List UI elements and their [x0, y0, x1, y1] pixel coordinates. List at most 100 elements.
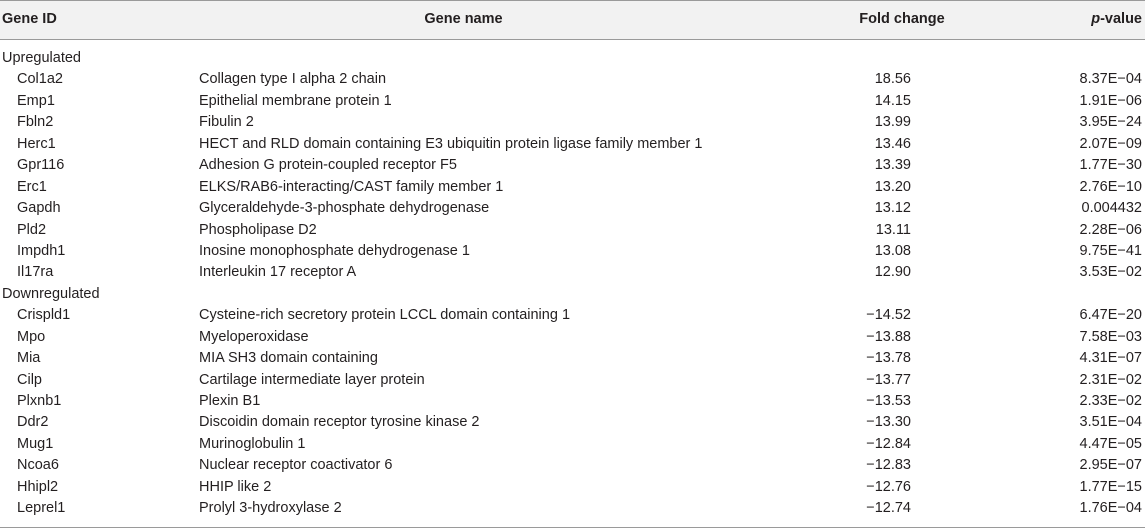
p-value-cell: 3.53E−02 — [1079, 264, 1143, 281]
table-row: Leprel1 Prolyl 3-hydroxylase 2 −12.74 1.… — [0, 498, 1145, 519]
table-row: Herc1 HECT and RLD domain containing E3 … — [0, 134, 1145, 155]
fold-change-cell: −14.52 — [866, 307, 911, 324]
gene-id-cell: Mia — [17, 350, 41, 367]
table-row: Mug1 Murinoglobulin 1 −12.84 4.47E−05 — [0, 434, 1145, 455]
gene-id-cell: Crispld1 — [17, 307, 71, 324]
table-row: Erc1 ELKS/RAB6-interacting/CAST family m… — [0, 177, 1145, 198]
p-value-cell: 4.31E−07 — [1079, 350, 1143, 367]
gene-id-cell: Emp1 — [17, 92, 55, 109]
group-row-upregulated: Upregulated — [0, 48, 1145, 69]
header-p-value: p-value — [1091, 11, 1142, 27]
table-row: Hhipl2 HHIP like 2 −12.76 1.77E−15 — [0, 477, 1145, 498]
gene-name-cell: ELKS/RAB6-interacting/CAST family member… — [199, 178, 504, 195]
gene-id-cell: Fbln2 — [17, 114, 54, 131]
fold-change-cell: 13.39 — [874, 157, 911, 174]
gene-id-cell: Herc1 — [17, 135, 56, 152]
fold-change-cell: 12.90 — [874, 264, 911, 281]
table-row: Impdh1 Inosine monophosphate dehydrogena… — [0, 241, 1145, 262]
table-row: Gpr116 Adhesion G protein-coupled recept… — [0, 155, 1145, 176]
gene-name-cell: Discoidin domain receptor tyrosine kinas… — [199, 414, 480, 431]
p-value-cell: 9.75E−41 — [1079, 242, 1143, 259]
gene-name-cell: Collagen type I alpha 2 chain — [199, 71, 387, 88]
fold-change-cell: 13.99 — [874, 114, 911, 131]
table-row: Gapdh Glyceraldehyde-3-phosphate dehydro… — [0, 198, 1145, 219]
table-row: Plxnb1 Plexin B1 −13.53 2.33E−02 — [0, 391, 1145, 412]
gene-id-cell: Ddr2 — [17, 414, 49, 431]
fold-change-cell: 13.08 — [874, 242, 911, 259]
fold-change-cell: 13.11 — [875, 221, 911, 238]
gene-id-cell: Impdh1 — [17, 242, 66, 259]
gene-name-cell: HECT and RLD domain containing E3 ubiqui… — [199, 135, 703, 152]
p-value-cell: 8.37E−04 — [1079, 71, 1143, 88]
gene-id-cell: Plxnb1 — [17, 393, 62, 409]
fold-change-cell: −12.84 — [866, 435, 911, 452]
gene-id-cell: Pld2 — [17, 221, 47, 238]
header-gene-name: Gene name — [424, 11, 503, 27]
gene-name-cell: Glyceraldehyde-3-phosphate dehydrogenase — [199, 200, 490, 217]
gene-name-cell: Murinoglobulin 1 — [199, 435, 306, 452]
header-gene-id: Gene ID — [2, 11, 57, 27]
gene-id-cell: Mpo — [17, 328, 46, 345]
gene-id-cell: Gapdh — [17, 200, 61, 217]
fold-change-cell: −13.78 — [866, 350, 911, 367]
gene-name-cell: Prolyl 3-hydroxylase 2 — [199, 500, 342, 517]
p-value-cell: 2.07E−09 — [1079, 135, 1143, 152]
group-label: Upregulated — [2, 50, 81, 66]
group-label: Downregulated — [2, 285, 100, 302]
gene-name-cell: Cysteine-rich secretory protein LCCL dom… — [199, 307, 571, 324]
gene-id-cell: Ncoa6 — [17, 457, 59, 474]
gene-id-cell: Il17ra — [17, 264, 54, 281]
gene-name-cell: Inosine monophosphate dehydrogenase 1 — [199, 242, 470, 259]
gene-id-cell: Mug1 — [17, 435, 54, 452]
fold-change-cell: −13.30 — [866, 414, 911, 431]
gene-name-cell: Nuclear receptor coactivator 6 — [199, 457, 393, 474]
gene-name-cell: Fibulin 2 — [199, 114, 254, 131]
gene-name-cell: Epithelial membrane protein 1 — [199, 92, 392, 109]
gene-name-cell: HHIP like 2 — [199, 478, 272, 495]
fold-change-cell: −12.76 — [866, 478, 911, 495]
gene-name-cell: Interleukin 17 receptor A — [199, 264, 357, 281]
fold-change-cell: 18.56 — [874, 71, 911, 88]
table-row: Emp1 Epithelial membrane protein 1 14.15… — [0, 91, 1145, 112]
header-fold-change: Fold change — [859, 11, 945, 27]
gene-id-cell: Hhipl2 — [17, 478, 59, 495]
p-value-cell: 2.95E−07 — [1079, 457, 1143, 474]
gene-id-cell: Gpr116 — [17, 157, 65, 174]
header-p-italic: p — [1091, 11, 1101, 27]
fold-change-cell: −13.77 — [866, 371, 911, 388]
gene-name-cell: Adhesion G protein-coupled receptor F5 — [199, 157, 457, 174]
gene-name-cell: Myeloperoxidase — [199, 328, 309, 345]
gene-name-cell: Cartilage intermediate layer protein — [199, 371, 425, 388]
fold-change-cell: 13.20 — [874, 178, 911, 195]
p-value-cell: 7.58E−03 — [1079, 328, 1143, 345]
p-value-cell: 1.91E−06 — [1079, 92, 1143, 109]
p-value-cell: 3.51E−04 — [1079, 414, 1143, 431]
gene-id-cell: Erc1 — [17, 178, 47, 195]
p-value-cell: 2.28E−06 — [1079, 221, 1143, 238]
table-row: Mpo Myeloperoxidase −13.88 7.58E−03 — [0, 327, 1145, 348]
table-body: Upregulated Col1a2 Collagen type I alpha… — [0, 48, 1145, 520]
gene-id-cell: Cilp — [17, 371, 42, 388]
table-row: Crispld1 Cysteine-rich secretory protein… — [0, 305, 1145, 326]
p-value-cell: 2.76E−10 — [1079, 178, 1143, 195]
p-value-cell: 3.95E−24 — [1079, 114, 1143, 131]
table-row: Mia MIA SH3 domain containing −13.78 4.3… — [0, 348, 1145, 369]
table-header: Gene ID Gene name Fold change p-value — [0, 0, 1145, 40]
p-value-cell: 2.33E−02 — [1079, 393, 1143, 409]
header-p-rest: -value — [1100, 11, 1142, 27]
table-row: Il17ra Interleukin 17 receptor A 12.90 3… — [0, 262, 1145, 283]
p-value-cell: 1.77E−15 — [1079, 478, 1143, 495]
gene-id-cell: Leprel1 — [17, 500, 66, 517]
table-row: Col1a2 Collagen type I alpha 2 chain 18.… — [0, 69, 1145, 90]
fold-change-cell: −13.53 — [866, 393, 911, 409]
fold-change-cell: 14.15 — [874, 92, 911, 109]
table-row: Ncoa6 Nuclear receptor coactivator 6 −12… — [0, 455, 1145, 476]
fold-change-cell: 13.12 — [874, 200, 911, 217]
fold-change-cell: 13.46 — [874, 135, 911, 152]
p-value-cell: 2.31E−02 — [1079, 371, 1143, 388]
fold-change-cell: −13.88 — [866, 328, 911, 345]
group-row-downregulated: Downregulated — [0, 284, 1145, 305]
gene-id-cell: Col1a2 — [17, 71, 63, 88]
fold-change-cell: −12.74 — [866, 500, 911, 517]
